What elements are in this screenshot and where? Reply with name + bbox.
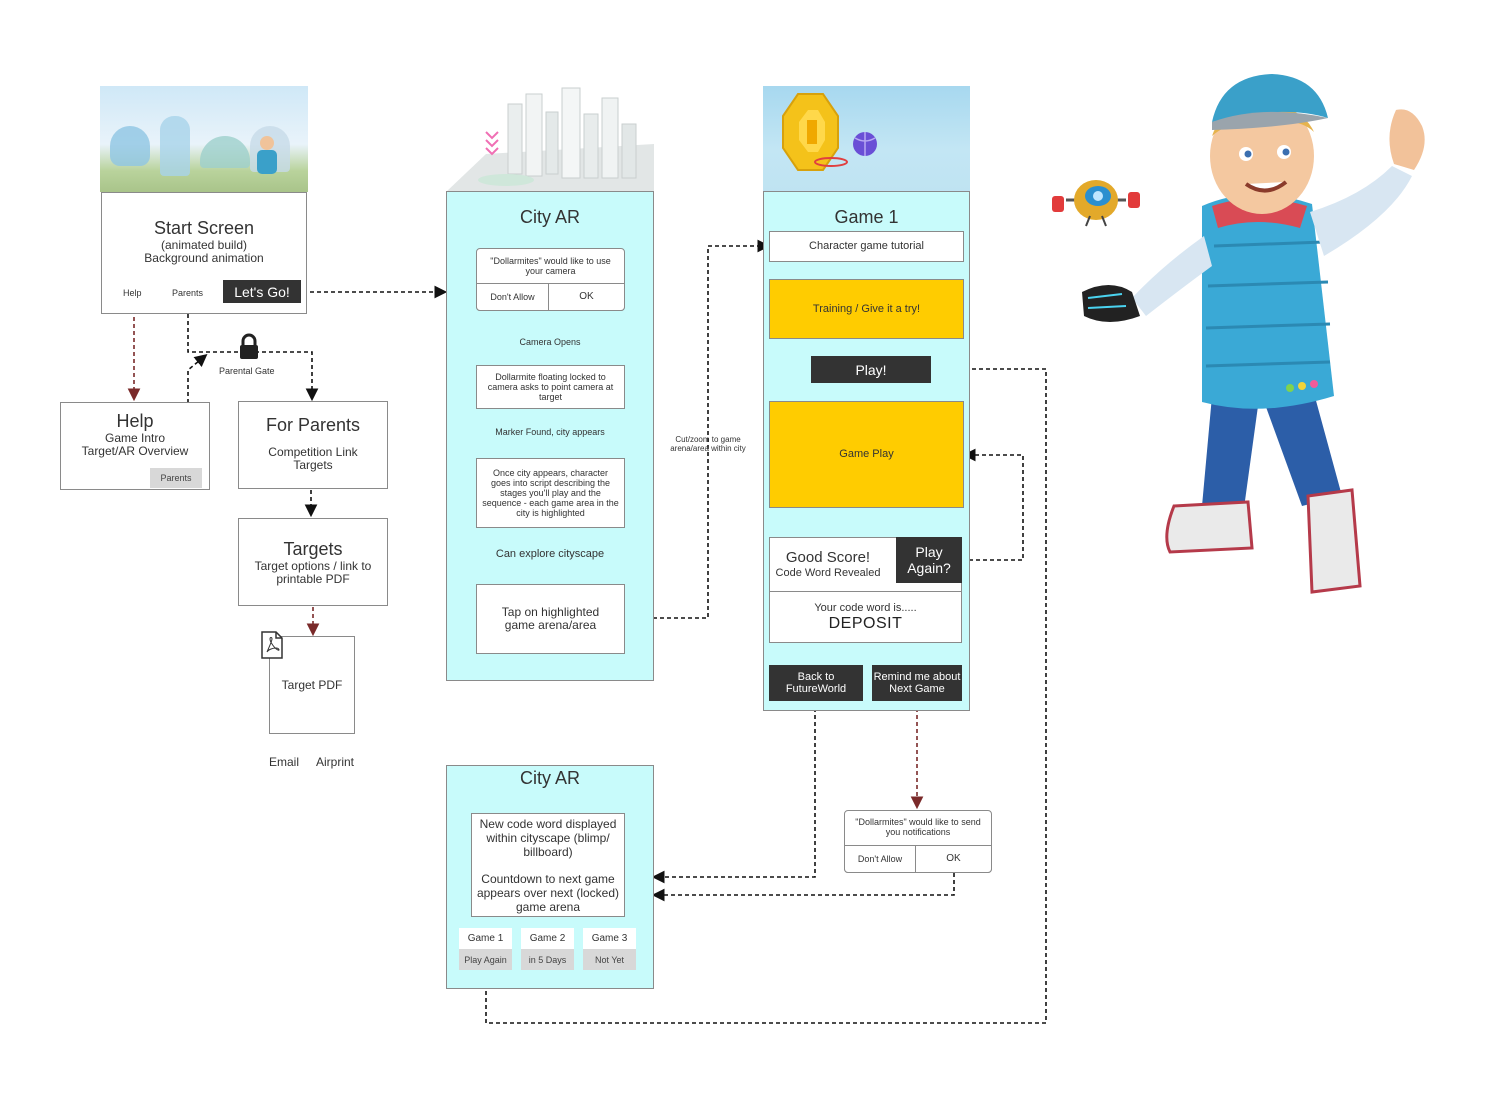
for-parents-title: For Parents: [265, 415, 361, 435]
city-appears-box: Once city appears, character goes into s…: [476, 458, 625, 528]
city2-line6: game arena: [515, 899, 581, 914]
once-line3: stages you'll play and the: [500, 488, 601, 498]
play-again-button[interactable]: Play Again?: [896, 537, 962, 583]
dollarmite-drone-illustration: [1046, 170, 1146, 232]
game1-thumbnail: [763, 86, 970, 192]
city-ar-title: City AR: [519, 207, 580, 227]
target-pdf-box: Target PDF: [269, 636, 355, 734]
cut-line2: arena/area within city: [670, 444, 746, 453]
notif-line1: "Dollarmites" would like to send: [855, 817, 981, 827]
cut-zoom-label: Cut/zoom to game arena/area within city: [660, 435, 756, 453]
help-link[interactable]: Help: [123, 288, 142, 298]
email-option[interactable]: Email: [269, 755, 300, 769]
floating-line2: camera asks to point camera at: [487, 382, 614, 392]
city2-line4: Countdown to next game: [481, 871, 615, 886]
cut-line1: Cut/zoom to game: [675, 435, 741, 444]
targets-box: Targets Target options / link to printab…: [238, 518, 388, 606]
city2-line3: billboard): [523, 844, 573, 859]
once-line2: goes into script describing the: [490, 478, 611, 488]
game1-title: Game 1: [834, 207, 899, 227]
help-parents-button[interactable]: Parents: [150, 468, 202, 488]
city2-line2: within cityscape (blimp/: [486, 830, 610, 845]
game3-label: Game 3: [583, 928, 636, 949]
training-box[interactable]: Training / Give it a try!: [769, 279, 964, 339]
your-code-word-label: Your code word is.....: [814, 602, 917, 614]
notif-dont-allow-button[interactable]: Don't Allow: [844, 845, 916, 873]
parental-gate-label: Parental Gate: [219, 366, 275, 376]
arrow-notif-city2: [651, 873, 955, 902]
camera-dialog-line2: your camera: [525, 266, 576, 276]
targets-line2: printable PDF: [276, 572, 350, 586]
new-code-word-box: New code word displayed within cityscape…: [471, 813, 625, 917]
city-ar-thumbnail: [446, 84, 654, 192]
game2-status: in 5 Days: [521, 949, 574, 970]
floating-line1: Dollarmite floating locked to: [495, 372, 606, 382]
for-parents-line1: Competition Link: [268, 445, 358, 459]
arrow-playagain-gameplay: [962, 448, 1024, 561]
for-parents-box: For Parents Competition Link Targets: [238, 401, 388, 489]
marker-found-label: Marker Found, city appears: [495, 427, 605, 437]
once-line1: Once city appears, character: [492, 468, 609, 478]
arrow-back-city2: [651, 701, 816, 884]
game-play-box[interactable]: Game Play: [769, 401, 964, 508]
game3-status: Not Yet: [583, 949, 636, 970]
good-score-divider: [769, 591, 962, 592]
explore-cityscape-label: Can explore cityscape: [495, 548, 605, 560]
airprint-option[interactable]: Airprint: [316, 755, 355, 769]
floating-line3: target: [538, 392, 562, 402]
code-word-revealed: Code Word Revealed: [775, 567, 881, 579]
game1-label: Game 1: [459, 928, 512, 949]
notif-ok-button[interactable]: OK: [915, 845, 992, 873]
start-screen-title: Start Screen: [153, 218, 255, 238]
tap-line1: Tap on highlighted: [501, 605, 600, 619]
play-again-line1: Play: [915, 544, 943, 560]
tap-line2: game arena/area: [504, 618, 597, 632]
arrow-city2-play: [485, 362, 1047, 1024]
good-score-title: Good Score!: [785, 549, 871, 566]
game1-play-again-button[interactable]: Play Again: [459, 949, 512, 970]
camera-dont-allow-button[interactable]: Don't Allow: [476, 283, 549, 311]
boy-character-illustration: [1062, 66, 1442, 596]
help-line2: Target/AR Overview: [81, 444, 189, 458]
camera-opens-label: Camera Opens: [519, 337, 581, 347]
arrow-tap-game1: [625, 239, 771, 619]
camera-ok-button[interactable]: OK: [548, 283, 625, 311]
character-tutorial-box: Character game tutorial: [769, 231, 964, 262]
help-line1: Game Intro: [104, 431, 166, 445]
lock-icon: [238, 333, 260, 361]
remind-line1: Remind me about: [873, 671, 961, 683]
back-line2: FutureWorld: [785, 683, 847, 695]
floating-dollarmite-box: Dollarmite floating locked to camera ask…: [476, 365, 625, 409]
target-pdf-label: Target PDF: [281, 677, 343, 692]
for-parents-line2: Targets: [293, 458, 333, 472]
notif-line2: you notifications: [885, 827, 951, 837]
start-screen-thumbnail: [100, 86, 308, 192]
start-screen-sub1: (animated build): [160, 238, 248, 252]
back-to-futureworld-button[interactable]: Back to FutureWorld: [769, 665, 863, 701]
city2-line5: appears over next (locked): [476, 885, 620, 900]
play-again-line2: Again?: [907, 560, 951, 576]
targets-line1: Target options / link to: [254, 559, 372, 573]
once-line5: city is highlighted: [516, 508, 585, 518]
remind-next-game-button[interactable]: Remind me about Next Game: [872, 665, 962, 701]
parents-link[interactable]: Parents: [172, 288, 204, 298]
remind-line2: Next Game: [889, 683, 945, 695]
city-ar-2-title: City AR: [519, 768, 580, 788]
code-word-value: DEPOSIT: [828, 615, 903, 632]
game2-label: Game 2: [521, 928, 574, 949]
start-screen-sub2: Background animation: [144, 251, 264, 265]
city2-line1: New code word displayed: [479, 816, 617, 831]
back-line1: Back to: [797, 671, 835, 683]
play-button[interactable]: Play!: [811, 356, 931, 383]
tap-highlighted-box[interactable]: Tap on highlighted game arena/area: [476, 584, 625, 654]
once-line4: sequence - each game area in the: [482, 498, 619, 508]
pdf-icon: [260, 631, 284, 659]
targets-title: Targets: [283, 539, 343, 559]
help-title: Help: [116, 411, 154, 431]
lets-go-button[interactable]: Let's Go!: [223, 280, 301, 303]
camera-dialog-line1: "Dollarmites" would like to use: [490, 256, 611, 266]
